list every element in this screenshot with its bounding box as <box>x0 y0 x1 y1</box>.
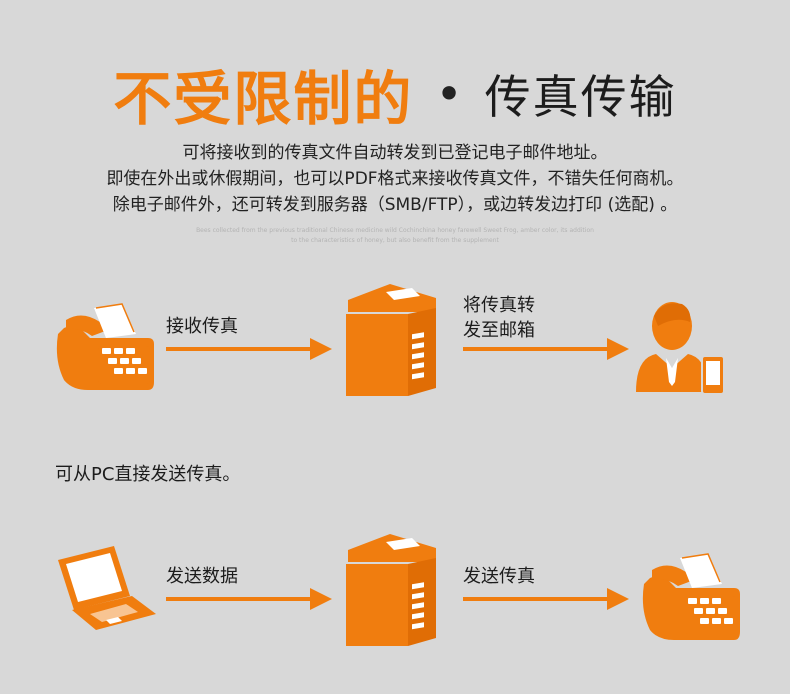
flow1-step2-label-line: 将传真转 <box>463 295 535 316</box>
printer-copier-icon <box>346 284 436 396</box>
flow1-step1-label: 接收传真 <box>166 316 238 337</box>
laptop-icon <box>58 546 156 630</box>
title-highlight: 不受限制的 <box>113 65 414 133</box>
arrow-right-icon <box>463 588 629 610</box>
faint-caption-line: Bees collected from the previous traditi… <box>196 227 594 234</box>
arrow-right-icon <box>463 338 629 360</box>
flow2-intro: 可从PC直接发送传真。 <box>55 464 241 485</box>
arrow-right-icon <box>166 588 332 610</box>
title-main: 传真传输 <box>484 70 677 124</box>
businessman-phone-icon <box>636 302 725 395</box>
title-separator: • <box>435 67 463 121</box>
flow2-step1-label: 发送数据 <box>166 566 238 587</box>
description: 可将接收到的传真文件自动转发到已登记电子邮件地址。 即使在外出或休假期间，也可以… <box>0 140 790 218</box>
flow1-step2-label-line: 发至邮箱 <box>463 320 535 341</box>
description-line: 即使在外出或休假期间，也可以PDF格式来接收传真文件，不错失任何商机。 <box>106 169 684 189</box>
description-line: 除电子邮件外，还可转发到服务器（SMB/FTP），或边转发边打印 (选配) 。 <box>112 195 678 215</box>
fax-machine-icon <box>56 303 154 390</box>
arrow-right-icon <box>166 338 332 360</box>
printer-copier-icon <box>346 534 436 646</box>
fax-machine-icon <box>642 553 740 640</box>
flow2-step2-label: 发送传真 <box>463 566 535 587</box>
page-title: 不受限制的 • 传真传输 <box>0 52 790 136</box>
faint-caption-line: to the characteristics of honey, but als… <box>291 237 499 244</box>
flow1-step2-label: 将传真转 发至邮箱 <box>463 293 535 343</box>
description-line: 可将接收到的传真文件自动转发到已登记电子邮件地址。 <box>182 143 608 163</box>
faint-caption: Bees collected from the previous traditi… <box>0 226 790 246</box>
